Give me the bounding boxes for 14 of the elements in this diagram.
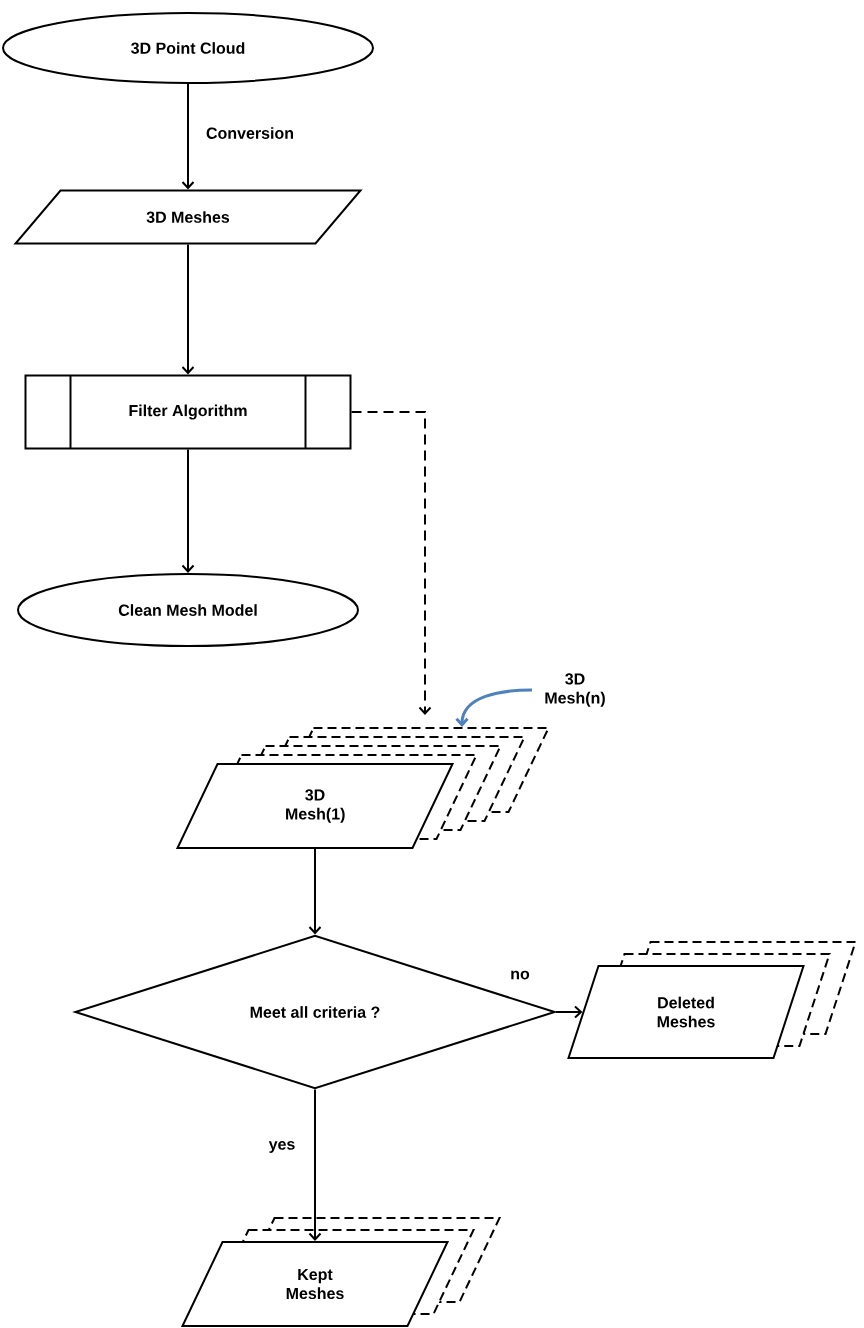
edge-label: no [508, 968, 532, 982]
arrow [181, 83, 195, 190]
callout-text: 3D Mesh(n) [545, 673, 605, 707]
arrow [308, 1088, 322, 1241]
edge-label: yes [266, 1139, 298, 1155]
arrow [181, 243, 195, 375]
arrow [350, 411, 432, 715]
arrow [308, 848, 322, 935]
process-box: Filter Algorithm [24, 374, 352, 450]
arrow [455, 688, 533, 727]
arrow [181, 448, 195, 573]
edge-label: Conversion [204, 125, 296, 141]
data-parallelogram-stack: Deleted Meshes [567, 941, 857, 1059]
arrow [555, 1005, 583, 1019]
